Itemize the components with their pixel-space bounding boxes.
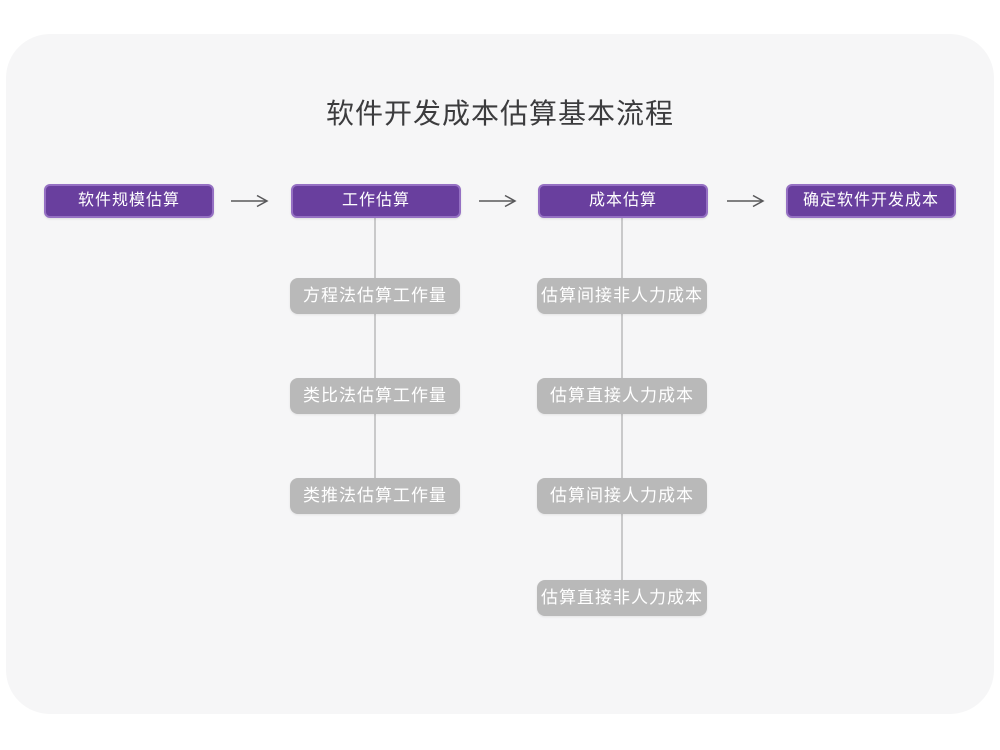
node-label: 类推法估算工作量 [303, 486, 447, 505]
node-label: 工作估算 [341, 192, 410, 209]
node-work-estimation: 工作估算 [291, 184, 461, 218]
node-indirect-nonlabor-cost: 估算间接非人力成本 [537, 278, 707, 314]
node-indirect-labor-cost: 估算间接人力成本 [537, 478, 707, 514]
node-label: 估算间接人力成本 [550, 486, 694, 505]
arrow-right-icon [478, 194, 518, 208]
node-label: 成本估算 [588, 192, 657, 209]
flowchart-canvas [6, 34, 994, 714]
arrow-right-icon [726, 194, 766, 208]
node-label: 估算间接非人力成本 [541, 286, 703, 305]
node-direct-nonlabor-cost: 估算直接非人力成本 [537, 580, 707, 616]
arrow-right-icon [230, 194, 270, 208]
node-label: 估算直接人力成本 [550, 386, 694, 405]
connector-line-work-branch [374, 218, 376, 480]
node-label: 软件规模估算 [77, 192, 180, 209]
node-label: 方程法估算工作量 [303, 286, 447, 305]
node-software-scale-estimation: 软件规模估算 [44, 184, 214, 218]
diagram-title: 软件开发成本估算基本流程 [325, 98, 674, 129]
node-extrapolation-method-effort: 类推法估算工作量 [290, 478, 460, 514]
node-equation-method-effort: 方程法估算工作量 [290, 278, 460, 314]
node-label: 估算直接非人力成本 [541, 588, 703, 607]
node-determine-development-cost: 确定软件开发成本 [786, 184, 956, 218]
node-label: 确定软件开发成本 [802, 192, 939, 209]
node-label: 类比法估算工作量 [303, 386, 447, 405]
node-analogy-method-effort: 类比法估算工作量 [290, 378, 460, 414]
node-direct-labor-cost: 估算直接人力成本 [537, 378, 707, 414]
node-cost-estimation: 成本估算 [538, 184, 708, 218]
